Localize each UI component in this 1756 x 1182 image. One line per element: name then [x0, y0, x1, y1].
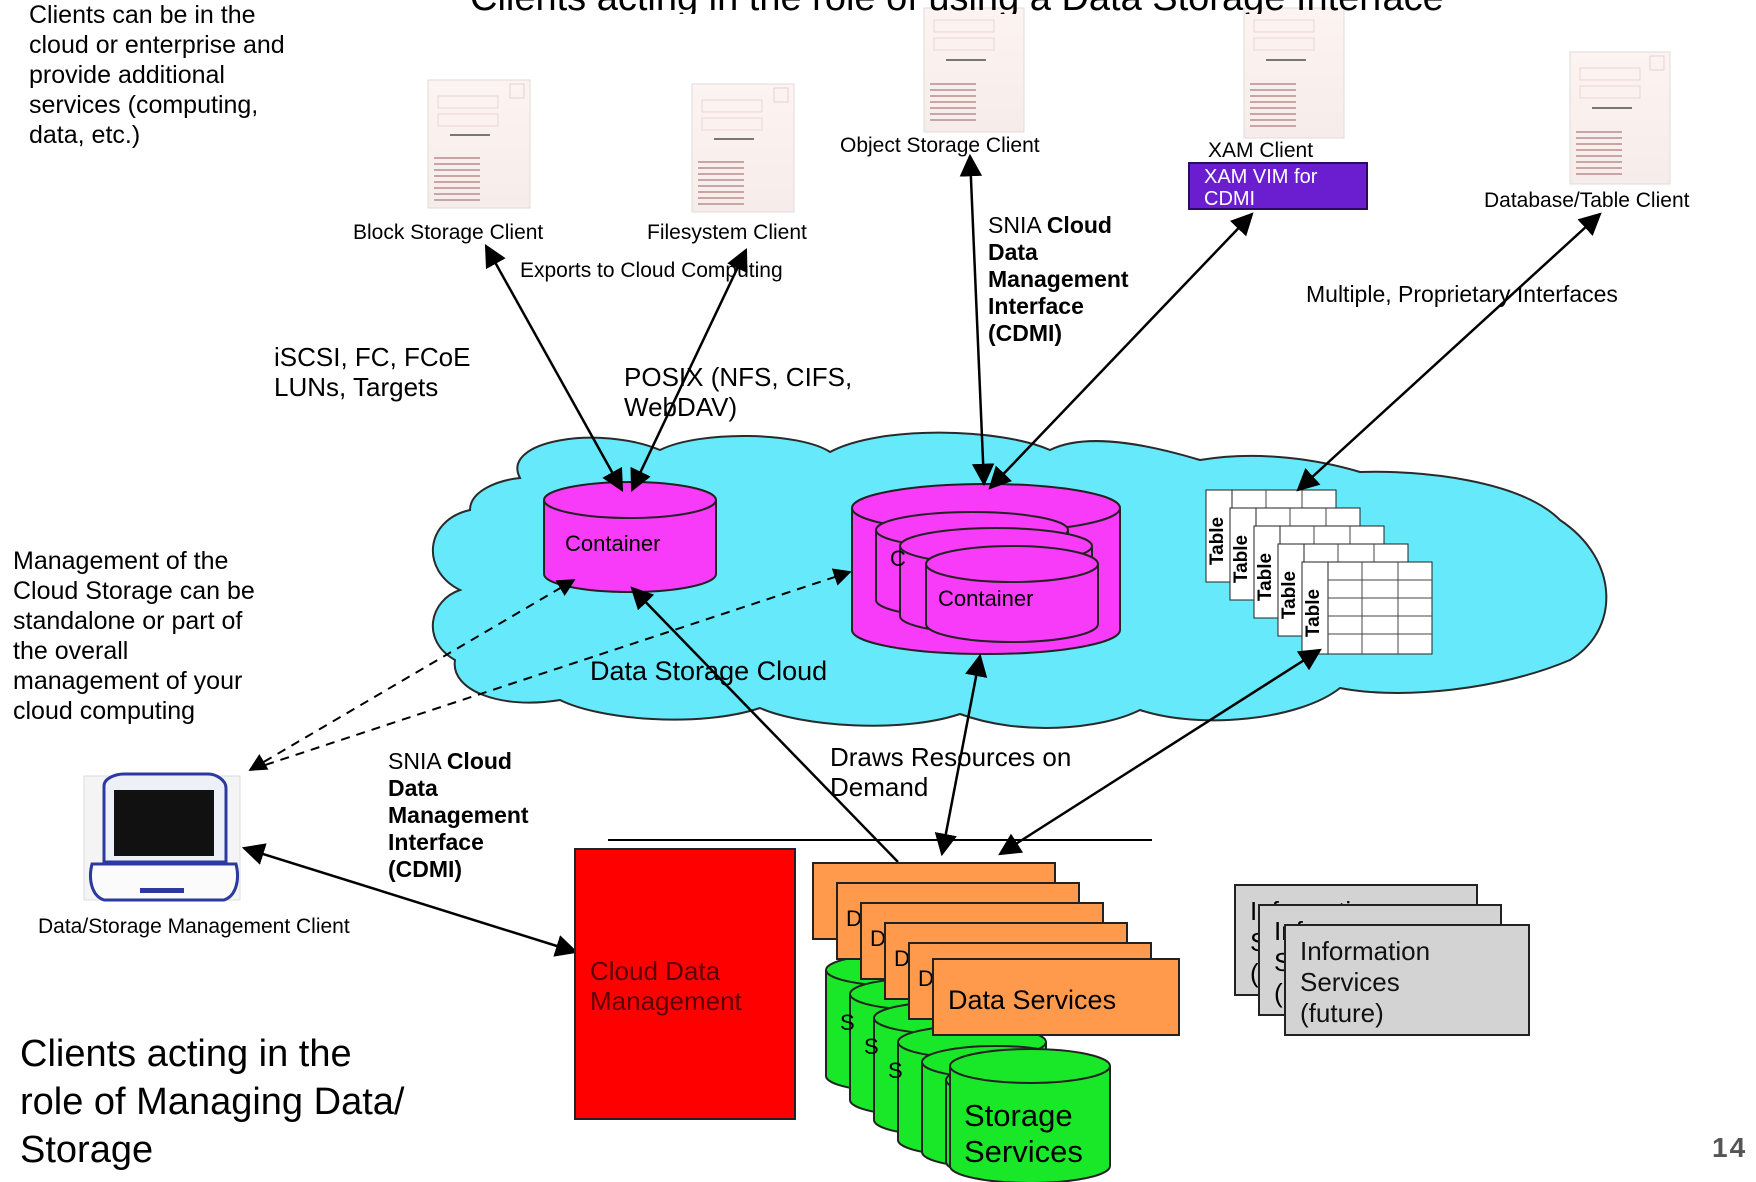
exports-to-cloud-computing-label: Exports to Cloud Computing — [520, 259, 783, 282]
storage-services-label: Storage Services — [964, 1098, 1083, 1169]
data-services-back-prefix: D — [918, 966, 934, 991]
container-stack-label: Container — [938, 586, 1034, 611]
xam-client-label: XAM Client — [1208, 139, 1314, 162]
management-note: Management of the Cloud Storage can be s… — [13, 547, 255, 725]
table-label-4: Table — [1279, 570, 1301, 620]
data-services-back-prefix: D — [870, 926, 886, 951]
storage-services-back-prefix: S — [840, 1010, 855, 1035]
page-title: Clients acting in the role of using a Da… — [470, 0, 1444, 14]
information-services-card-front: Information Services (future) — [1284, 924, 1530, 1036]
data-services-back-prefix: D — [846, 906, 862, 931]
information-services-label: Information Services (future) — [1300, 936, 1431, 1028]
cdmi-top-prefix: SNIA — [988, 212, 1047, 238]
storage-services-stack — [825, 953, 1111, 1182]
data-services-back-prefix: D — [894, 946, 910, 971]
data-services-card-front: Data Services — [932, 958, 1180, 1036]
multiple-proprietary-interfaces-label: Multiple, Proprietary Interfaces — [1306, 281, 1618, 307]
cdmi-bottom-bold: Cloud Data Management Interface (CDMI) — [388, 748, 529, 882]
xam-client-document-icon — [1243, 7, 1345, 139]
cloud-data-management-label: Cloud Data Management — [590, 956, 742, 1016]
draws-resources-label: Draws Resources on Demand — [830, 742, 1072, 802]
cdmi-label-bottom: SNIA Cloud Data Management Interface (CD… — [388, 748, 529, 883]
connector-arrows — [241, 153, 1602, 957]
filesystem-client-label: Filesystem Client — [647, 221, 807, 244]
page-number: 14 — [1712, 1132, 1748, 1163]
data-services-label: Data Services — [948, 985, 1117, 1015]
table-label-2: Table — [1231, 534, 1253, 584]
iscsi-protocol-label: iSCSI, FC, FCoE LUNs, Targets — [274, 342, 471, 402]
xam-vim-label: XAM VIM for CDMI — [1204, 166, 1318, 210]
managing-role-note: Clients acting in the role of Managing D… — [20, 1033, 405, 1171]
container-stack — [851, 483, 1121, 655]
object-client-document-icon — [923, 7, 1025, 133]
container-partial-label: C — [890, 546, 906, 571]
data-storage-management-client-label: Data/Storage Management Client — [38, 915, 350, 938]
storage-services-back-prefix: S — [888, 1058, 903, 1083]
container-label: Container — [565, 531, 661, 556]
xam-vim-box: XAM VIM for CDMI — [1188, 162, 1368, 210]
table-label-3: Table — [1255, 552, 1277, 602]
object-storage-client-label: Object Storage Client — [840, 134, 1040, 157]
database-client-document-icon — [1569, 51, 1671, 185]
storage-services-back-prefix: S — [864, 1034, 879, 1059]
table-label-5: Table — [1303, 588, 1325, 638]
data-storage-cloud-label: Data Storage Cloud — [590, 656, 828, 686]
cdmi-top-bold: Cloud Data Management Interface (CDMI) — [988, 212, 1129, 346]
cdmi-bottom-prefix: SNIA — [388, 748, 447, 774]
cloud-data-management-box: Cloud Data Management — [574, 848, 796, 1120]
title-clip: Clients acting in the role of using a Da… — [0, 0, 1756, 14]
cdmi-label-top: SNIA Cloud Data Management Interface (CD… — [988, 212, 1129, 347]
posix-protocol-label: POSIX (NFS, CIFS, WebDAV) — [624, 362, 853, 422]
block-client-document-icon — [427, 79, 531, 209]
table-stack — [1205, 489, 1433, 655]
database-table-client-label: Database/Table Client — [1484, 189, 1690, 212]
laptop-icon — [83, 772, 241, 902]
clients-location-note: Clients can be in the cloud or enterpris… — [29, 1, 285, 149]
table-label-1: Table — [1207, 516, 1229, 566]
filesystem-client-document-icon — [691, 83, 795, 213]
block-storage-client-label: Block Storage Client — [353, 221, 544, 244]
